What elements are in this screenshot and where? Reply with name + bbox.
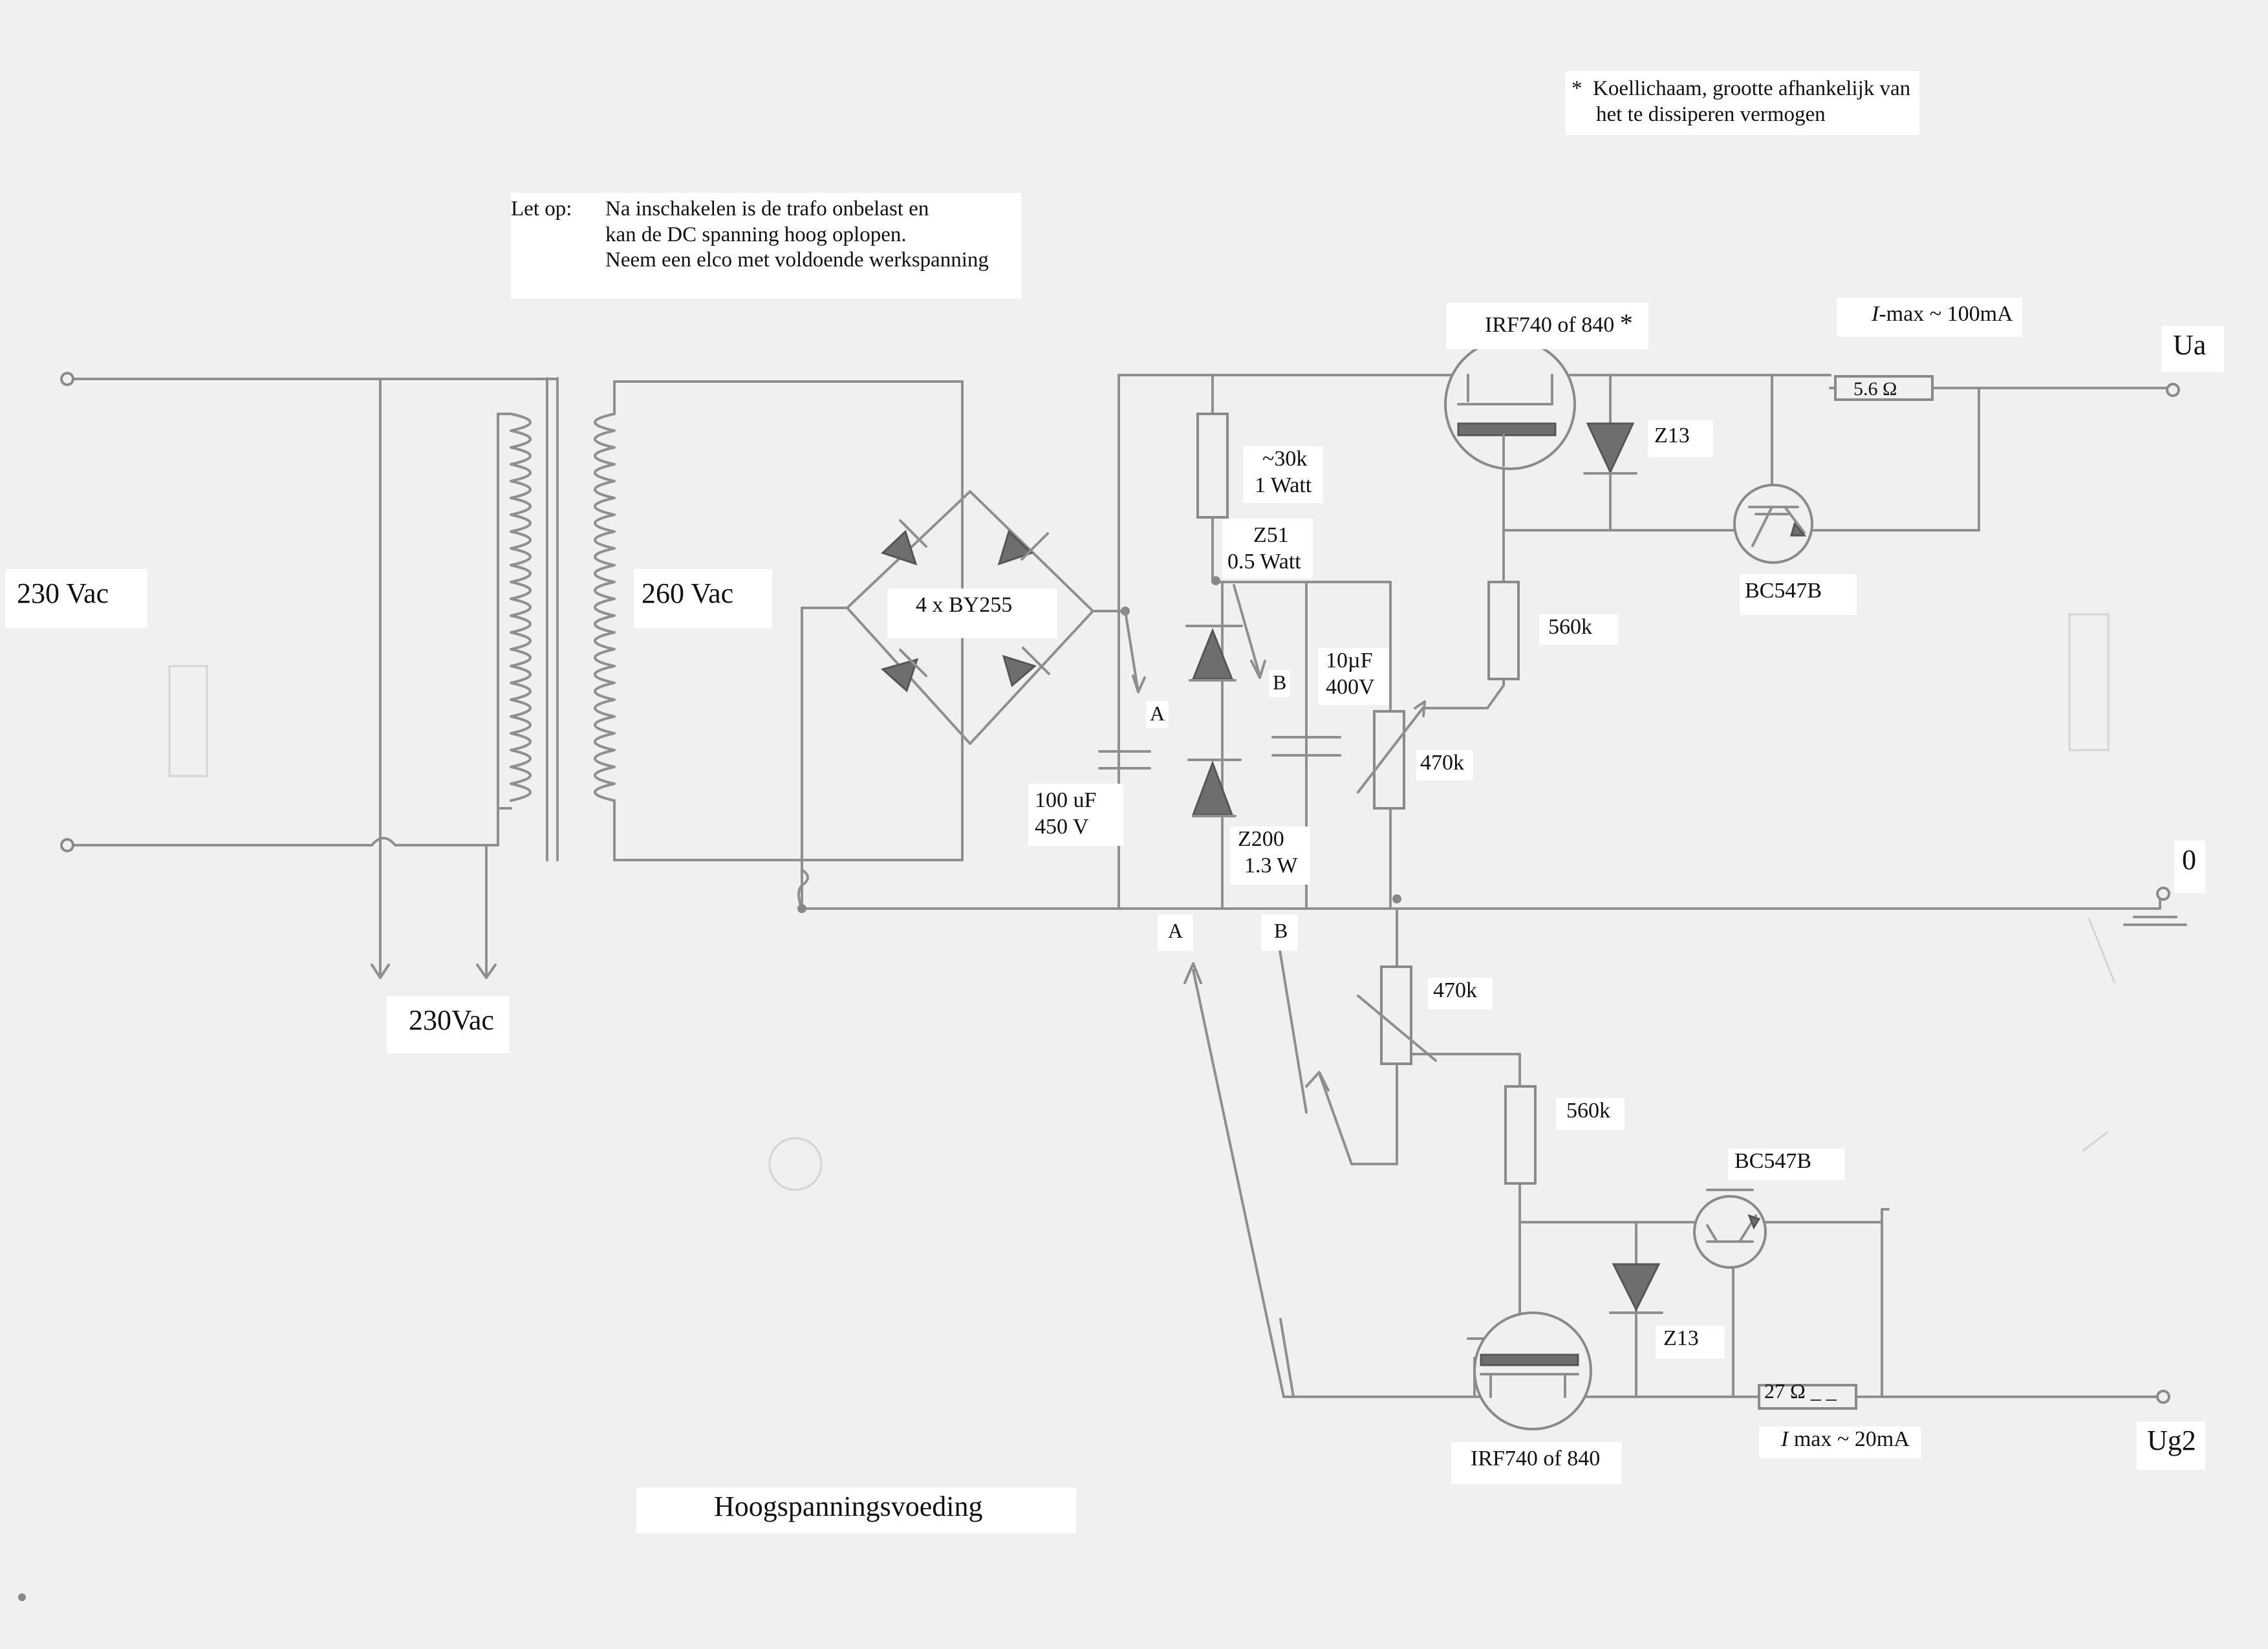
- z51-line2: 0.5 Watt: [1227, 549, 1301, 574]
- label-cap-10uf: 10µF 400V: [1318, 648, 1389, 705]
- transistor-bc547b-top: [1733, 484, 1813, 564]
- cap100-line1: 100 uF: [1035, 788, 1097, 812]
- terminal-ua[interactable]: [2166, 383, 2180, 397]
- label-resistor-560k-bottom: 560k: [1556, 1098, 1625, 1130]
- warning-line2: kan de DC spanning hoog oplopen.: [605, 222, 907, 246]
- capacitor-10uf: [1271, 736, 1341, 757]
- erased-pencil-marks: [168, 613, 2116, 1191]
- imax-bottom-i: I: [1781, 1427, 1789, 1451]
- label-shunt-bottom: 27 Ω _ _: [1764, 1379, 1837, 1403]
- mains-terminal-bottom[interactable]: [60, 838, 74, 852]
- label-pot-470k-bottom: 470k: [1428, 978, 1493, 1009]
- r30k-line2: 1 Watt: [1255, 473, 1312, 497]
- label-mosfet-top: IRF740 of 840 *: [1446, 303, 1648, 349]
- zener-z13-bottom: [1609, 1263, 1663, 1314]
- label-230vac-aux: 230Vac: [387, 996, 510, 1053]
- terminal-ug2[interactable]: [2156, 1390, 2170, 1404]
- potentiometer-470k-top: [1357, 684, 1505, 810]
- cap10-line1: 10µF: [1326, 649, 1373, 673]
- warning-line3: Neem een elco met voldoende werkspanning: [605, 248, 989, 272]
- label-resistor-560k-top: 560k: [1539, 614, 1618, 645]
- dc-rail-wiring: [797, 374, 1463, 913]
- resistor-5-6-ohm: [1834, 375, 1934, 401]
- label-pot-470k-top: 470k: [1416, 750, 1473, 781]
- label-bridge: 4 x BY255: [887, 588, 1058, 638]
- label-cap-100uf: 100 uF 450 V: [1028, 784, 1124, 846]
- warning-line1: Na inschakelen is de trafo onbelast en: [605, 197, 929, 221]
- cap100-line2: 450 V: [1035, 814, 1089, 839]
- mains-terminal-top[interactable]: [60, 372, 74, 386]
- label-shunt-top: 5.6 Ω: [1853, 378, 1897, 400]
- label-tap-a-bottom: A: [1158, 914, 1194, 951]
- label-tap-a-top: A: [1146, 701, 1169, 729]
- label-ug2: Ug2: [2137, 1421, 2205, 1470]
- heatsink-note-line2: het te dissiperen vermogen: [1596, 102, 1826, 126]
- mosfet-bottom: [1473, 1311, 1592, 1430]
- potentiometer-470k-bottom: [1357, 965, 1437, 1065]
- mains-input-wiring: [69, 378, 557, 979]
- bridge-diode-4: [1002, 647, 1050, 687]
- mosfet-top: [1444, 338, 1576, 470]
- heatsink-star: *: [1571, 77, 1582, 100]
- bridge-rectifier: [846, 490, 1130, 745]
- tap-arrows: [1183, 931, 1308, 1398]
- capacitor-100uf: [1098, 750, 1151, 770]
- secondary-wiring: [613, 380, 2161, 910]
- label-bc547b-bottom: BC547B: [1728, 1148, 1846, 1180]
- zero-rail: [2123, 898, 2187, 926]
- heatsink-note: * Koellichaam, grootte afhankelijk van h…: [1565, 71, 1920, 136]
- imax-bottom-rest: max ~ 20mA: [1788, 1427, 1910, 1451]
- page-title: Hoogspanningsvoeding: [636, 1487, 1076, 1533]
- z200-line1: Z200: [1238, 827, 1284, 851]
- transformer: [510, 377, 616, 861]
- scan-dot: [18, 1593, 26, 1601]
- r30k-line1: ~30k: [1262, 447, 1308, 471]
- label-zener-z200: Z200 1.3 W: [1230, 826, 1311, 885]
- resistor-560k-top: [1487, 581, 1520, 680]
- mosfet-top-text: IRF740 of 840: [1485, 313, 1615, 337]
- imax-top-rest: -max ~ 100mA: [1879, 302, 2013, 326]
- warning-note: Let op: Na inschakelen is de trafo onbela…: [511, 193, 1022, 299]
- label-tap-b-bottom: B: [1261, 914, 1299, 951]
- label-mosfet-bottom: IRF740 of 840: [1451, 1442, 1623, 1484]
- label-imax-bottom: I max ~ 20mA: [1759, 1427, 1921, 1458]
- terminal-zero[interactable]: [2156, 887, 2170, 901]
- label-resistor-30k: ~30k 1 Watt: [1243, 446, 1324, 503]
- zener-z200: [1187, 759, 1242, 817]
- label-bc547b-top: BC547B: [1740, 574, 1857, 615]
- resistor-30k: [1196, 413, 1229, 519]
- zener-z51: [1185, 625, 1243, 682]
- warning-prefix: Let op:: [511, 197, 572, 221]
- imax-top-i: I: [1872, 302, 1879, 326]
- mosfet-top-star: *: [1619, 308, 1633, 338]
- label-z13-top: Z13: [1648, 420, 1713, 457]
- resistor-560k-bottom: [1504, 1085, 1537, 1185]
- resistor-27-ohm: [1758, 1384, 1857, 1410]
- cap10-line2: 400V: [1326, 674, 1375, 699]
- label-z13-bottom: Z13: [1656, 1326, 1725, 1359]
- heatsink-note-line1: Koellichaam, grootte afhankelijk van: [1593, 77, 1911, 100]
- z51-line1: Z51: [1253, 523, 1289, 547]
- bridge-diode-1: [881, 519, 927, 566]
- transistor-bc547b-bottom: [1693, 1195, 1767, 1269]
- label-tap-b-top: B: [1269, 670, 1291, 698]
- bridge-diode-3: [880, 649, 927, 693]
- z200-line2: 1.3 W: [1244, 853, 1298, 878]
- label-zero: 0: [2174, 841, 2205, 893]
- label-230vac-input: 230 Vac: [5, 569, 148, 628]
- label-260vac-secondary: 260 Vac: [634, 569, 773, 628]
- label-imax-top: I-max ~ 100mA: [1837, 297, 2022, 337]
- label-zener-z51: Z51 0.5 Watt: [1222, 519, 1313, 578]
- bridge-diode-2: [997, 530, 1049, 566]
- zener-z13-top: [1583, 422, 1637, 475]
- label-ua: Ua: [2161, 326, 2225, 372]
- bottom-regulator-wiring: [1282, 907, 2165, 1398]
